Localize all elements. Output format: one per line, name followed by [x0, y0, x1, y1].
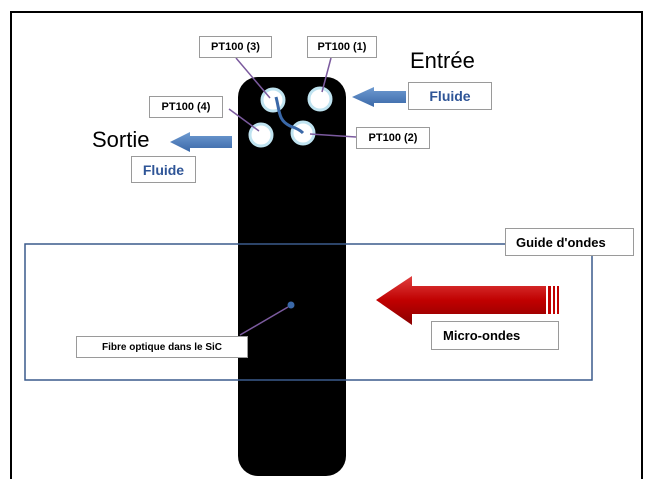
fluid-inlet-arrow — [352, 87, 406, 107]
label-guide-ondes: Guide d'ondes — [505, 228, 634, 256]
port-pt100-1 — [307, 86, 333, 112]
microwave-arrow — [376, 276, 559, 325]
fluid-channel — [274, 96, 305, 135]
label-micro-ondes: Micro-ondes — [431, 321, 559, 350]
leader-fibre — [239, 306, 289, 336]
label-fluide-inlet: Fluide — [408, 82, 492, 110]
label-pt100-4: PT100 (4) — [149, 96, 223, 118]
waveguide-outline — [24, 243, 593, 381]
sic-sample — [238, 77, 346, 476]
label-pt100-3: PT100 (3) — [199, 36, 272, 58]
leader-pt100-1 — [321, 57, 332, 93]
leader-pt100-3 — [235, 57, 271, 99]
label-fluide-outlet: Fluide — [131, 156, 196, 183]
leader-pt100-2 — [309, 133, 357, 138]
fluid-outlet-arrow — [170, 132, 232, 152]
optical-fibre-point — [287, 301, 295, 309]
label-sortie: Sortie — [92, 127, 150, 152]
label-entree: Entrée — [410, 48, 475, 73]
label-fibre-optique: Fibre optique dans le SiC — [76, 336, 248, 358]
port-pt100-4 — [248, 122, 274, 148]
label-pt100-1: PT100 (1) — [307, 36, 377, 58]
label-pt100-2: PT100 (2) — [356, 127, 430, 149]
leader-pt100-4 — [228, 108, 260, 132]
figure-frame — [10, 11, 643, 479]
